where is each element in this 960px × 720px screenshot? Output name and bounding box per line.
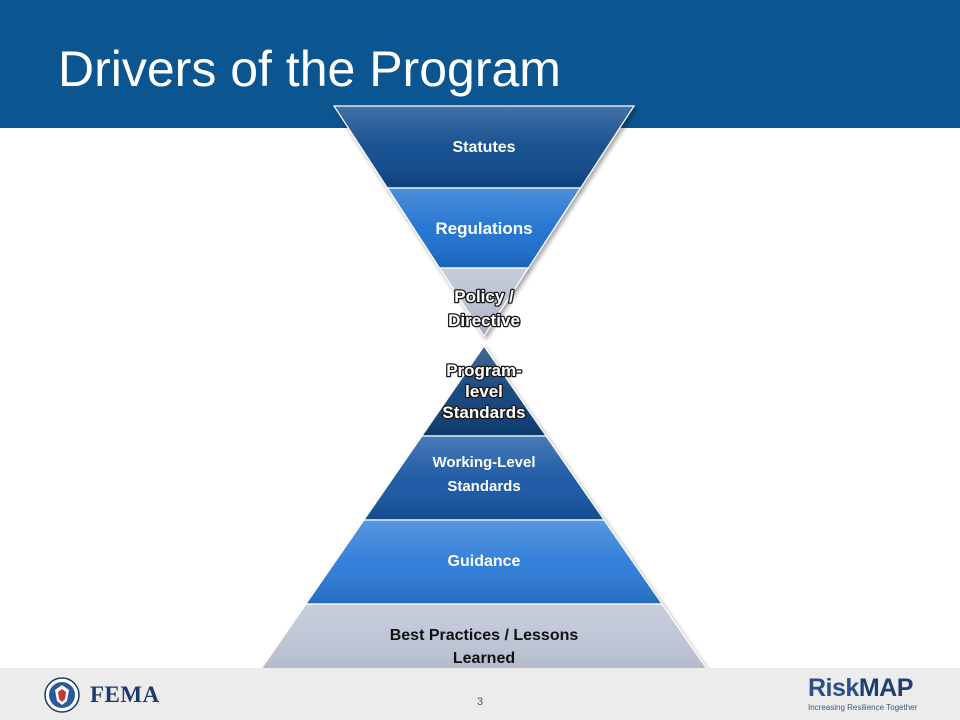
funnel-layer-2-gloss (387, 188, 581, 268)
pyramid-layer-4-gloss (248, 604, 720, 688)
riskmap-tagline: Increasing Resilience Together (808, 703, 918, 712)
riskmap-logo: RiskMAP Increasing Resilience Together (808, 674, 928, 713)
funnel-label-3: Policy /Directive (448, 287, 520, 330)
dhs-seal-icon (44, 677, 80, 713)
funnel-label-1: Statutes (452, 139, 515, 156)
pyramid-label-3: Guidance (448, 553, 521, 570)
riskmap-wordmark: RiskMAP (808, 674, 913, 702)
fema-wordmark: FEMA (90, 682, 160, 707)
fema-logo: FEMA (44, 676, 160, 714)
pyramid-layer-3-gloss (305, 520, 663, 604)
page-number: 3 (476, 696, 484, 708)
footer-bar (0, 668, 960, 720)
pyramid-layer-1-gloss (421, 346, 547, 436)
slide-title: Drivers of the Program (58, 41, 561, 97)
funnel-layer-1-gloss (334, 106, 634, 188)
pyramid-layer-2-gloss (363, 436, 605, 520)
funnel-layer-3-gloss (439, 268, 529, 336)
funnel-label-2: Regulations (435, 219, 532, 238)
